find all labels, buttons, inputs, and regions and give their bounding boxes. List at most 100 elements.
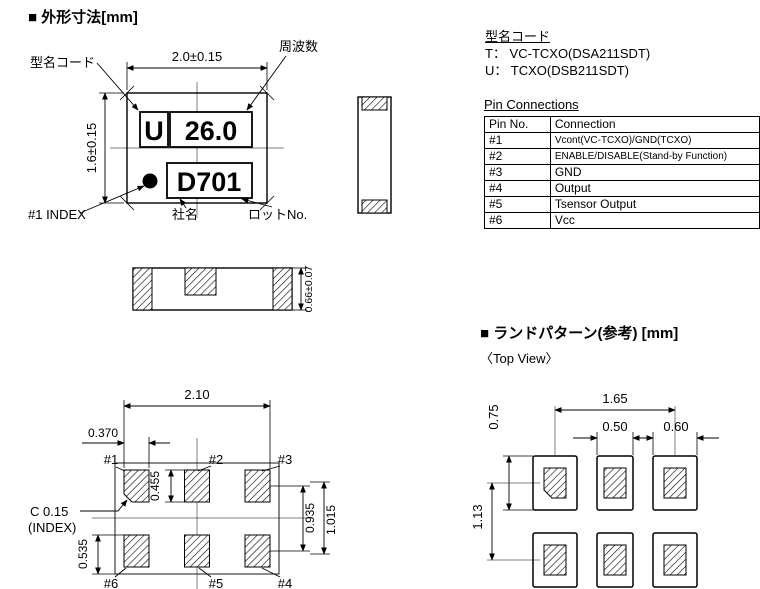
- package-outline: [126, 92, 268, 204]
- table-row: #1 Vcont(VC-TCXO)/GND(TCXO): [484, 132, 760, 149]
- company-callout: 社名: [172, 207, 198, 222]
- dim-row-outer: 1.015: [310, 481, 338, 555]
- marking-lot: D701: [177, 167, 242, 197]
- corner-tick: [119, 195, 135, 211]
- pad-6: [123, 534, 150, 568]
- dim-land-row-pitch: 1.13: [470, 482, 495, 561]
- dim-height-label: 1.6±0.15: [84, 123, 99, 174]
- leader-line: [198, 567, 212, 578]
- dim-mid-width-label: 0.50: [602, 419, 627, 434]
- leader-line: [115, 466, 126, 472]
- corner-tick: [119, 85, 135, 101]
- dim-outer-width: 0.60: [652, 419, 719, 455]
- land-inner-pad-4: [663, 544, 687, 576]
- col-header-connection: Connection: [549, 116, 760, 133]
- pad-3: [244, 469, 271, 503]
- land-pad-4: [652, 532, 698, 588]
- land-inner-pad-2: [603, 467, 627, 499]
- dim-land-row-pitch-label: 1.13: [470, 504, 485, 529]
- pin-no-cell: #3: [484, 164, 551, 181]
- land-pad-5: [596, 532, 634, 588]
- connection-cell: Vcont(VC-TCXO)/GND(TCXO): [549, 132, 760, 149]
- marking-code-box: [139, 111, 169, 148]
- marking-frequency: 26.0: [185, 116, 238, 146]
- table-row: #6 Vcc: [484, 212, 760, 229]
- terminal-pad: [361, 199, 388, 214]
- dim-thickness: 0.66±0.07: [292, 266, 315, 313]
- leader-line: [80, 499, 128, 512]
- package-bottom-view-drawing: 0.66±0.07: [132, 266, 315, 313]
- dim-corner: 0.535: [76, 534, 124, 575]
- connection-cell: Output: [549, 180, 760, 197]
- dim-span: 1.65: [554, 391, 676, 413]
- pad-4: [244, 534, 271, 568]
- pad-1: [123, 469, 150, 503]
- pad-3-label: #3: [278, 452, 292, 467]
- connection-cell: ENABLE/DISABLE(Stand-by Function): [549, 148, 760, 165]
- leader-line: [261, 465, 281, 472]
- marking-code: U: [144, 116, 164, 146]
- dim-corner-label: 0.535: [76, 539, 90, 569]
- land-section-title: ■ ランドパターン(参考) [mm]: [480, 325, 679, 342]
- leader-line: [246, 55, 287, 111]
- table-row: #2 ENABLE/DISABLE(Stand-by Function): [484, 148, 760, 165]
- leader-line: [241, 197, 273, 208]
- dim-overall-width-label: 2.10: [184, 387, 209, 402]
- pin-no-cell: #2: [484, 148, 551, 165]
- crystal-block: [184, 267, 217, 296]
- dim-row-pitch-label: 0.935: [303, 503, 317, 533]
- land-pad-2: [596, 455, 634, 511]
- dim-thickness-label: 0.66±0.07: [303, 266, 315, 313]
- pad-1-label: #1: [104, 452, 118, 467]
- dim-land-height: 0.75: [486, 404, 533, 511]
- pad-5-label: #5: [209, 576, 223, 589]
- dim-pad-width-label: 0.370: [88, 426, 118, 440]
- dim-land-height-label: 0.75: [486, 404, 501, 429]
- model-code-title: 型名コード: [485, 29, 551, 44]
- land-pattern-drawing: 1.65 0.50 0.60 0.75: [470, 391, 719, 588]
- table-row: #5 Tsensor Output: [484, 196, 760, 213]
- leader-line: [179, 198, 187, 209]
- dim-span-label: 1.65: [602, 391, 627, 406]
- package-outline-ref: [114, 462, 280, 575]
- land-inner-pad-1-index: [543, 467, 567, 499]
- connection-cell: GND: [549, 164, 760, 181]
- model-code-block: 型名コード T： VC-TCXO(DSA211SDT) U： TCXO(DSB2…: [485, 28, 650, 79]
- pin-connections-title: Pin Connections: [484, 97, 579, 112]
- dim-pad-height: 0.455: [148, 469, 184, 503]
- leader-line: [114, 567, 127, 578]
- chamfer-note-line2: (INDEX): [28, 520, 76, 535]
- frequency-callout: 周波数: [279, 39, 318, 54]
- dim-outer-width-label: 0.60: [663, 419, 688, 434]
- dim-pad-width: 0.370: [82, 426, 170, 468]
- corner-tick: [259, 195, 275, 211]
- connection-cell: Tsensor Output: [549, 196, 760, 213]
- pad-6-label: #6: [104, 576, 118, 589]
- side-outline: [357, 96, 392, 214]
- land-section-subtitle: 〈Top View〉: [480, 351, 559, 366]
- dim-row-outer-label: 1.015: [324, 505, 338, 535]
- land-inner-pad-5: [603, 544, 627, 576]
- table-row: #3 GND: [484, 164, 760, 181]
- pad-2-label: #2: [209, 452, 223, 467]
- leader-line: [261, 567, 281, 578]
- leader-line: [79, 185, 145, 214]
- model-code-line-t: T： VC-TCXO(DSA211SDT): [485, 46, 651, 61]
- connection-cell: Vcc: [549, 212, 760, 229]
- land-inner-pad-6: [543, 544, 567, 576]
- dim-overall-width: 2.10: [123, 387, 271, 468]
- table-header-row: Pin No. Connection: [484, 116, 760, 133]
- pin-connections-block: Pin Connections Pin No. Connection #1 Vc…: [484, 96, 760, 229]
- pin-no-cell: #4: [484, 180, 551, 197]
- pad-layout-drawing: 2.10 0.370 0.455: [28, 387, 338, 589]
- model-code-callout: 型名コード: [30, 55, 95, 70]
- pin-no-cell: #6: [484, 212, 551, 229]
- pad-2: [184, 469, 210, 503]
- dim-pad-height-label: 0.455: [148, 471, 162, 501]
- pad-5: [184, 534, 210, 568]
- dim-width-label: 2.0±0.15: [172, 49, 223, 64]
- col-header-pin-no: Pin No.: [484, 116, 551, 133]
- index-dot: [142, 173, 158, 189]
- chamfer-note-line1: C 0.15: [30, 504, 68, 519]
